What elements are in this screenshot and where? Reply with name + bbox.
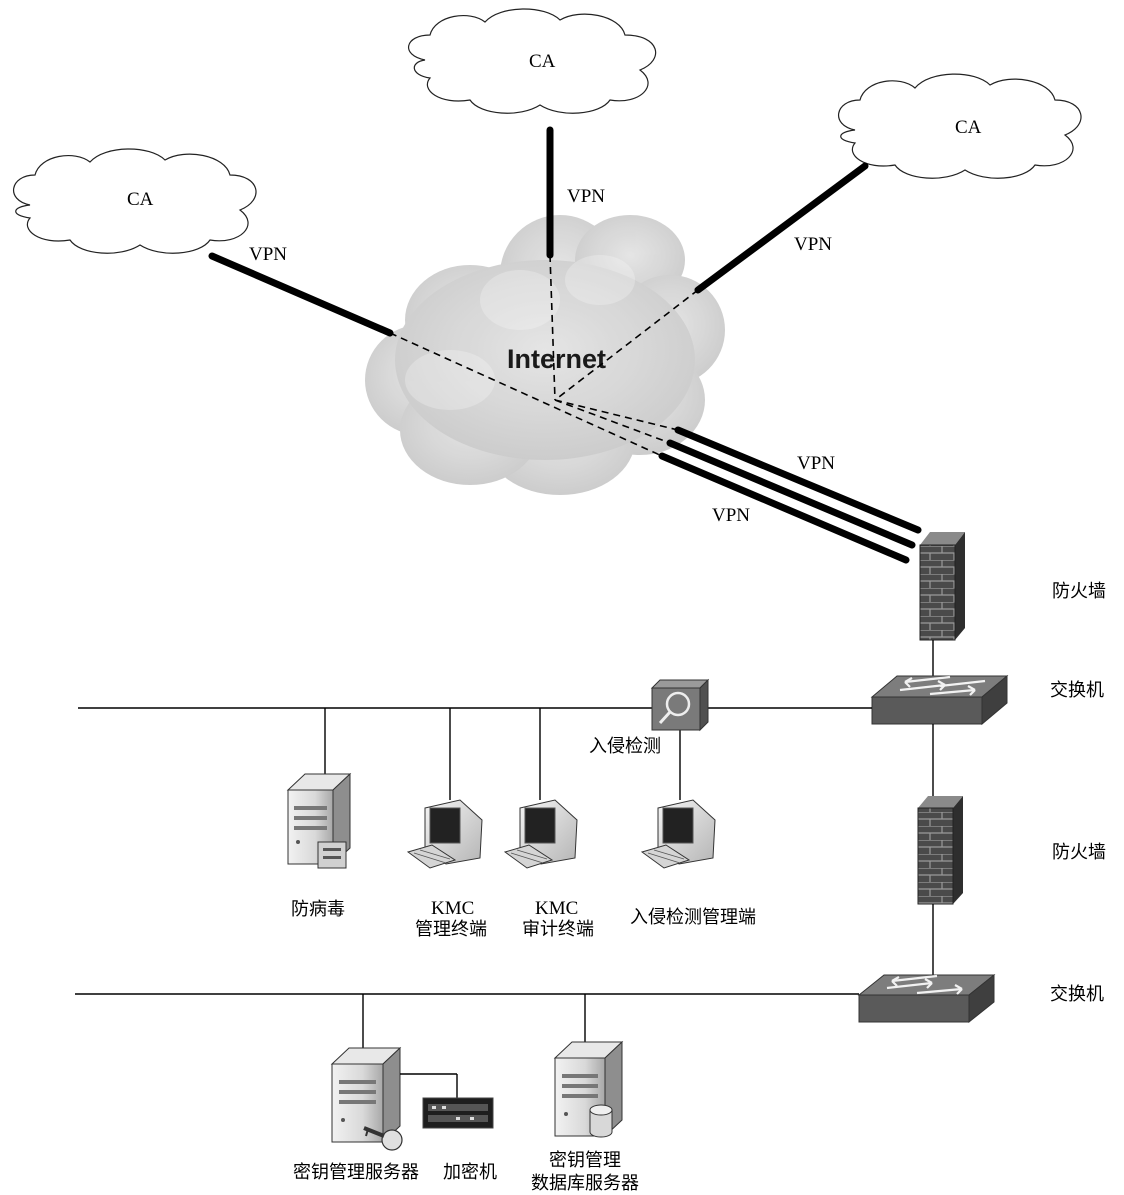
ca-cloud-right: CA (837, 73, 1082, 179)
key-icon (363, 1126, 403, 1151)
database-icon (589, 1104, 613, 1138)
vpn-label-right: VPN (794, 234, 832, 255)
switch-label: 交换机 (1050, 680, 1104, 701)
vpn-link-left (208, 252, 394, 337)
tunnel-merge-1 (554, 399, 679, 431)
antivirus-server-icon (286, 772, 352, 869)
tunnel-merge-2 (554, 399, 671, 444)
vpn-label-trunk-lower: VPN (712, 505, 750, 526)
kmc-audit-label-line1: KMC (535, 898, 578, 919)
ca-label-left: CA (127, 189, 154, 210)
switch-icon (857, 973, 996, 1024)
switch-icon (870, 674, 1009, 726)
firewall-label: 防火墙 (1052, 581, 1106, 602)
key-server-label: 密钥管理服务器 (293, 1162, 419, 1183)
antivirus-label: 防病毒 (291, 899, 345, 920)
vpn-trunk-2 (666, 439, 916, 549)
vpn-trunk-3 (658, 452, 910, 564)
vpn-link-right (694, 162, 869, 294)
ids-mgmt-label: 入侵检测管理端 (630, 907, 756, 928)
vpn-label-trunk-upper: VPN (797, 453, 835, 474)
vpn-label-left: VPN (249, 244, 287, 265)
key-db-label-line2: 数据库服务器 (531, 1173, 639, 1194)
ids-sensor-icon (650, 678, 710, 732)
kmc-mgmt-label-line1: KMC (431, 898, 474, 919)
kmc-mgmt-label-line2: 管理终端 (415, 919, 487, 940)
ca-cloud-top: CA (407, 8, 657, 114)
internet-cloud: Internet (365, 215, 725, 495)
ca-cloud-left: CA (12, 148, 257, 254)
encryptor-label: 加密机 (443, 1162, 497, 1183)
vpn-trunk-1 (674, 426, 922, 534)
tunnel-right (554, 289, 699, 401)
firewall-icon (919, 532, 965, 641)
ca-label-top: CA (529, 51, 556, 72)
tunnel-left (389, 332, 663, 457)
internet-label: Internet (507, 344, 606, 374)
vpn-label-top: VPN (567, 186, 605, 207)
ids-label: 入侵检测 (589, 736, 661, 757)
ids-mgmt-workstation-icon (640, 799, 716, 869)
ca-label-right: CA (955, 117, 982, 138)
key-server-icon (330, 1046, 402, 1144)
switch-label: 交换机 (1050, 984, 1104, 1005)
kmc-audit-label-line2: 审计终端 (522, 919, 594, 940)
kmc-audit-workstation-icon (503, 799, 578, 869)
firewall-icon (917, 796, 963, 905)
key-db-label-line1: 密钥管理 (549, 1150, 621, 1171)
tunnel-top (549, 254, 556, 401)
firewall-label: 防火墙 (1052, 842, 1106, 863)
encryptor-icon (422, 1097, 494, 1129)
kmc-mgmt-workstation-icon (406, 799, 483, 869)
